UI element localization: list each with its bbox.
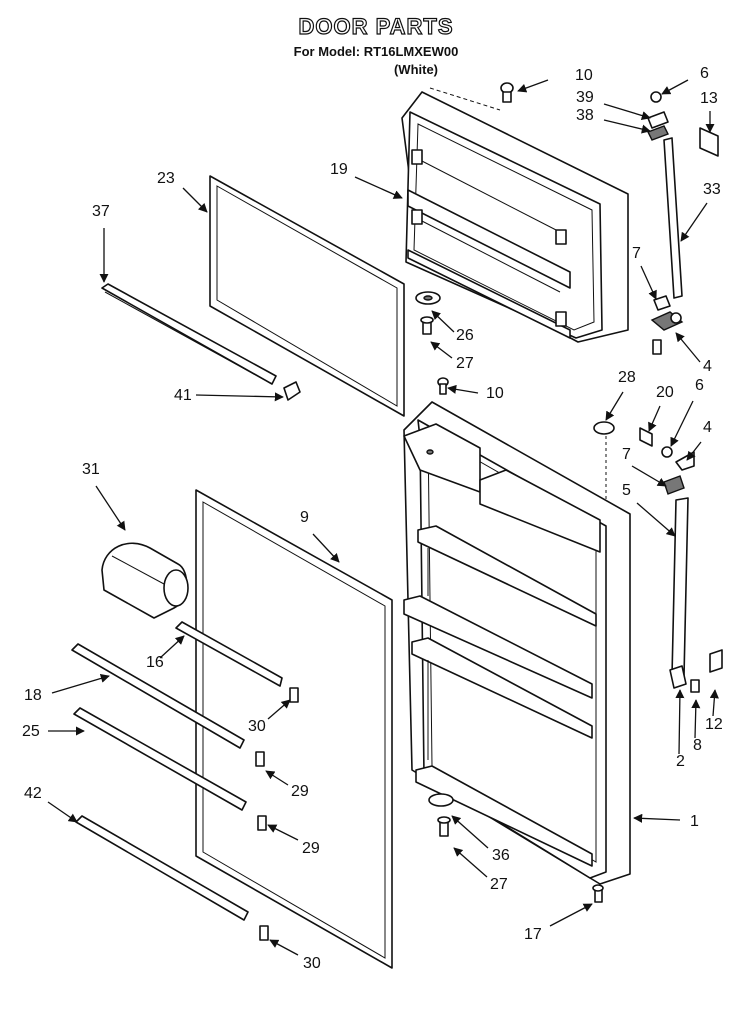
- leader-line-c30a: [267, 699, 291, 720]
- leader-line-c16: [159, 635, 185, 659]
- callout-label-c4b: 4: [703, 419, 712, 436]
- leader-line-c17: [549, 903, 593, 927]
- leader-line-c31: [95, 485, 126, 531]
- callout-label-c36: 36: [492, 847, 510, 864]
- leader-line-c42: [47, 801, 78, 823]
- callout-label-c28: 28: [618, 369, 636, 386]
- callout-label-c6a: 6: [700, 65, 709, 82]
- shelf-bar-25: [73, 707, 247, 811]
- leader-line-c6a: [661, 79, 689, 95]
- leader-line-c4a: [675, 332, 701, 363]
- leader-line-c7b: [631, 465, 667, 487]
- callout-label-c17: 17: [524, 926, 542, 943]
- callout-label-c1: 1: [690, 813, 699, 830]
- bar-clip-41: [283, 381, 301, 401]
- fresh-food-hardware: [428, 421, 723, 903]
- callout-label-c31: 31: [82, 461, 100, 478]
- callout-label-c42: 42: [24, 785, 42, 802]
- leader-line-c18: [51, 673, 110, 694]
- model-line: For Model: RT16LMXEW00: [293, 44, 459, 59]
- callout-label-c10b: 10: [486, 385, 504, 402]
- leader-line-c41: [195, 392, 284, 402]
- callout-label-c30a: 30: [248, 718, 266, 735]
- callout-label-c19: 19: [330, 161, 348, 178]
- callout-label-c25: 25: [22, 723, 40, 740]
- freezer-shelf-bar: [101, 283, 277, 385]
- shelf-bar-16: [175, 621, 283, 687]
- freezer-door-liner: [401, 87, 629, 343]
- callout-label-c30b: 30: [303, 955, 321, 972]
- callout-label-c6b: 6: [695, 377, 704, 394]
- color-line: (White): [393, 62, 439, 77]
- callout-label-c16: 16: [146, 654, 164, 671]
- callout-label-c20: 20: [656, 384, 674, 401]
- dairy-bin: [101, 542, 189, 619]
- leader-line-c5: [636, 502, 676, 537]
- leader-line-c6b: [670, 400, 694, 447]
- callout-label-c18: 18: [24, 687, 42, 704]
- leader-line-c10a: [517, 79, 549, 93]
- leader-line-c12: [709, 689, 719, 717]
- leader-line-c7a: [640, 265, 657, 300]
- callout-label-c13: 13: [700, 90, 718, 107]
- leader-line-c23: [182, 187, 208, 213]
- leader-line-c29b: [267, 824, 299, 841]
- leader-line-c39: [603, 103, 651, 120]
- callout-label-c5: 5: [622, 482, 631, 499]
- leader-line-c29a: [265, 770, 289, 786]
- freezer-door-gasket: [209, 175, 405, 417]
- leader-line-c28: [605, 391, 624, 421]
- callout-label-c2: 2: [676, 753, 685, 770]
- callout-label-c26: 26: [456, 327, 474, 344]
- leader-line-c30b: [269, 939, 299, 956]
- fresh-food-door-gasket: [195, 489, 393, 969]
- leader-line-c4b: [686, 441, 702, 461]
- leader-line-c8: [691, 699, 701, 739]
- leader-line-c33: [680, 202, 708, 242]
- callout-label-c7a: 7: [632, 245, 641, 262]
- leader-line-c26: [431, 310, 455, 333]
- callout-label-c23: 23: [157, 170, 175, 187]
- leader-line-c20: [648, 405, 661, 432]
- callout-label-c4a: 4: [703, 358, 712, 375]
- leader-line-c10b: [447, 384, 479, 394]
- shelf-bar-42: [75, 815, 249, 921]
- leader-line-c36: [451, 815, 489, 849]
- callout-label-c29a: 29: [291, 783, 309, 800]
- leader-line-c27b: [453, 847, 488, 878]
- callout-label-c7b: 7: [622, 446, 631, 463]
- callout-label-c37: 37: [92, 203, 110, 220]
- callout-label-c27a: 27: [456, 355, 474, 372]
- leader-line-c27a: [430, 341, 453, 359]
- callout-label-c9: 9: [300, 509, 309, 526]
- leader-line-c2: [675, 689, 685, 755]
- callout-label-c12: 12: [705, 716, 723, 733]
- callout-label-c8: 8: [693, 737, 702, 754]
- freezer-hardware: [415, 82, 514, 395]
- leader-line-c38: [603, 119, 651, 134]
- callout-label-c29b: 29: [302, 840, 320, 857]
- end-caps: [255, 687, 299, 941]
- callout-label-c10a: 10: [575, 67, 593, 84]
- callout-label-c38: 38: [576, 107, 594, 124]
- page-title: DOOR PARTS: [298, 13, 454, 39]
- shelf-bar-18: [71, 643, 245, 749]
- callout-label-c39: 39: [576, 89, 594, 106]
- fresh-food-door: [403, 401, 631, 885]
- callout-label-c27b: 27: [490, 876, 508, 893]
- upper-hinge-assembly: [647, 91, 719, 355]
- callout-label-c33: 33: [703, 181, 721, 198]
- leader-line-c19: [354, 176, 403, 199]
- leader-line-c1: [633, 813, 681, 823]
- leader-line-c9: [312, 533, 340, 563]
- callout-label-c41: 41: [174, 387, 192, 404]
